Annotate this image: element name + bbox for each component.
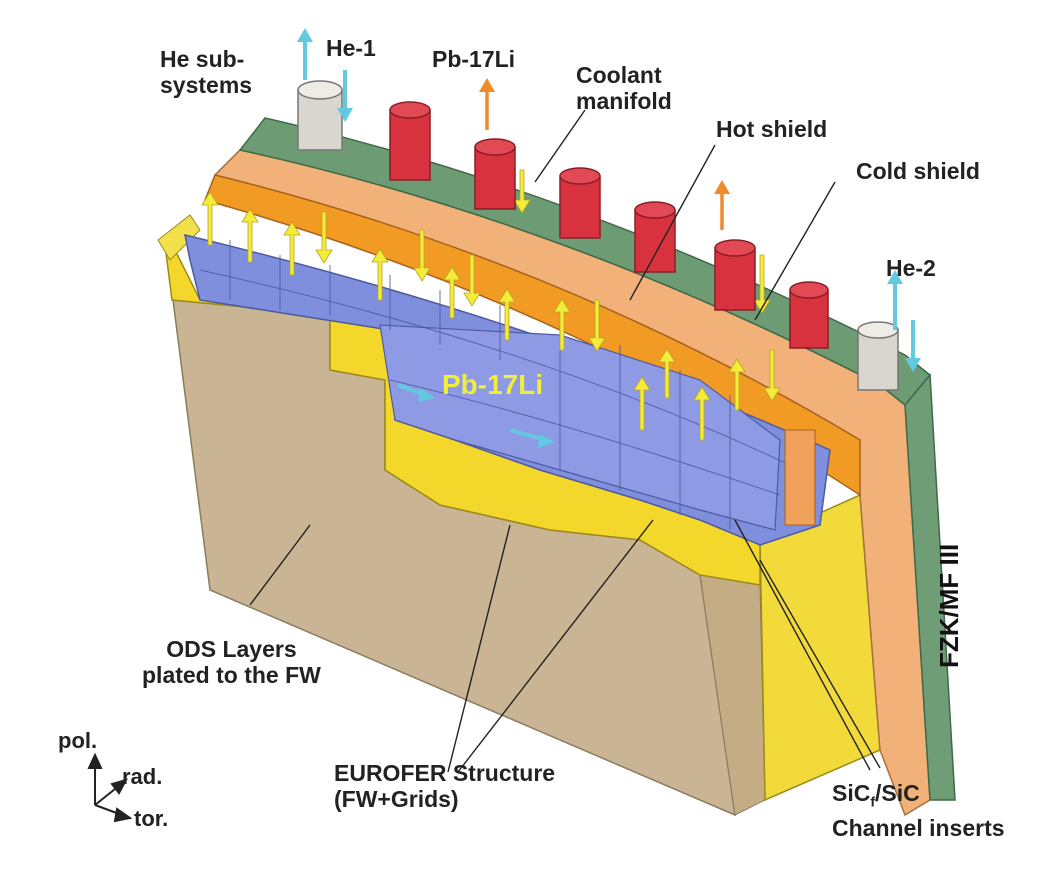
coolant-manifold-line-2: manifold: [576, 88, 672, 114]
coolant-manifold-line-1: Coolant: [576, 62, 672, 88]
ods-layers-label: ODS Layers plated to the FW: [142, 636, 321, 688]
sic-line-2: Channel inserts: [832, 815, 1005, 841]
sic-text-a: SiC: [832, 780, 870, 806]
sic-text-b: /SiC: [875, 780, 920, 806]
he-pipe-grey-2: [858, 322, 898, 390]
eurofer-line-1: EUROFER Structure: [334, 760, 555, 786]
fzk-watermark-label: FZK/MF III: [936, 544, 962, 668]
pb17li-center-label: Pb-17Li: [442, 372, 543, 398]
axis-rad-label: rad.: [122, 764, 162, 790]
axis-tor-label: tor.: [134, 806, 168, 832]
eurofer-label: EUROFER Structure (FW+Grids): [334, 760, 555, 812]
channel-insert-cutaway: [785, 430, 815, 525]
axis-pol-label: pol.: [58, 728, 97, 754]
ods-layers-line-2: plated to the FW: [142, 662, 321, 688]
he2-label: He-2: [886, 255, 936, 281]
he-subsystems-label: He sub- systems: [160, 46, 252, 98]
eurofer-line-2: (FW+Grids): [334, 786, 555, 812]
coolant-manifold-label: Coolant manifold: [576, 62, 672, 114]
he-subsystems-line-1: He sub-: [160, 46, 252, 72]
ods-layers-line-1: ODS Layers: [142, 636, 321, 662]
cold-shield-label: Cold shield: [856, 158, 980, 184]
pb17li-top-label: Pb-17Li: [432, 46, 515, 72]
he1-label: He-1: [326, 35, 376, 61]
sic-line-1: SiCf/SiC: [832, 780, 1005, 815]
hot-shield-label: Hot shield: [716, 116, 827, 142]
he-subsystems-line-2: systems: [160, 72, 252, 98]
sic-channel-inserts-label: SiCf/SiC Channel inserts: [832, 780, 1005, 841]
he-pipe-grey-1: [298, 81, 342, 150]
